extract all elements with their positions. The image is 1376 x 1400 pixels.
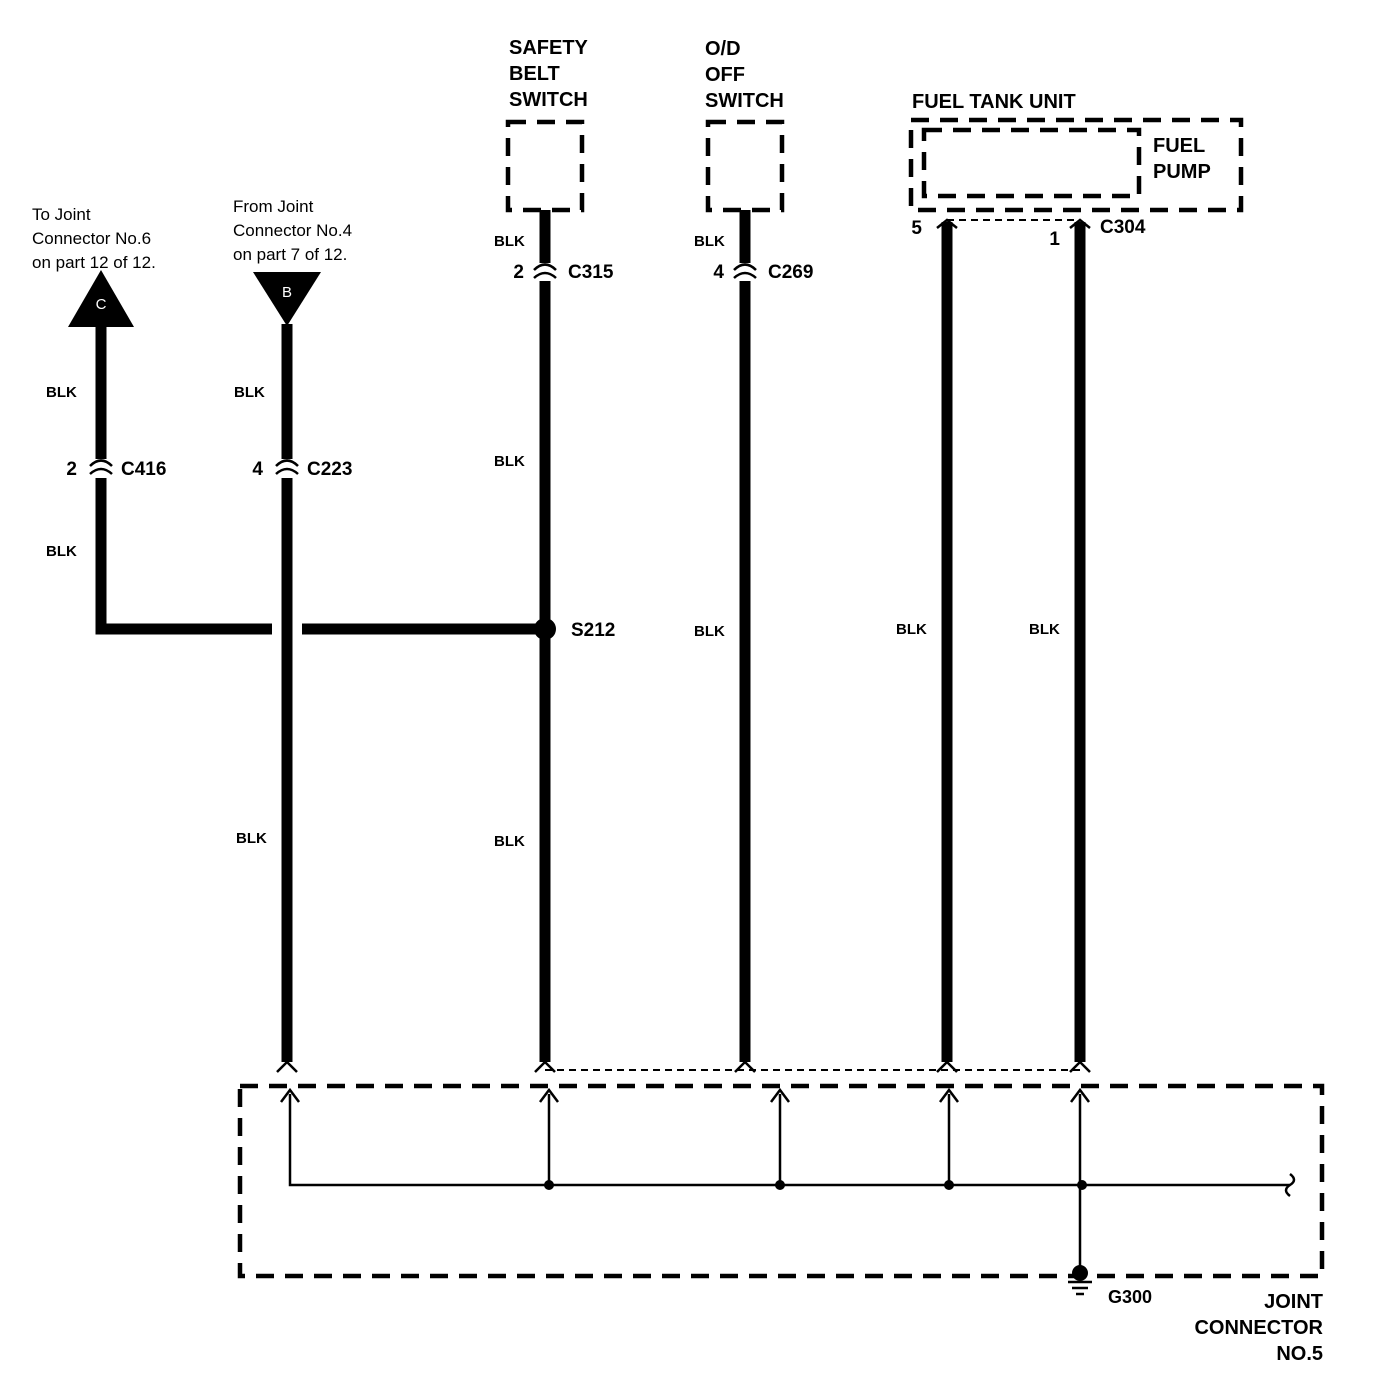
connector-c315-symbol (533, 263, 557, 279)
c416-pin: 2 (66, 459, 77, 480)
c304-name: C304 (1100, 217, 1146, 238)
ref-c-note-3: on part 12 of 12. (32, 253, 156, 272)
wire-color-label: BLK (1029, 621, 1060, 638)
wire-color-label: BLK (234, 384, 265, 401)
ref-b-note-1: From Joint (233, 197, 314, 216)
safety-belt-switch-label-1: SAFETY (509, 37, 589, 59)
ref-b-note-2: Connector No.4 (233, 221, 352, 240)
connector-c269-symbol (733, 263, 757, 279)
fuel-pump-label-1: FUEL (1153, 135, 1205, 157)
ref-b-note-3: on part 7 of 12. (233, 245, 347, 264)
safety-belt-switch-box (505, 119, 585, 213)
fuel-pump-box (921, 127, 1142, 199)
safety-belt-switch-label-2: BELT (509, 63, 560, 85)
joint-connector-label-1: JOINT (1264, 1291, 1323, 1313)
c304-pin5-symbol (936, 218, 958, 229)
joint-connector-label-3: NO.5 (1276, 1343, 1323, 1365)
fuel-tank-unit-label: FUEL TANK UNIT (912, 91, 1076, 113)
wire-color-label: BLK (694, 623, 725, 640)
splice-s212-label: S212 (571, 620, 615, 641)
ref-b-triangle (253, 272, 321, 326)
od-off-switch-label-2: OFF (705, 64, 745, 86)
wire-color-label: BLK (46, 384, 77, 401)
fuel-pump-label-2: PUMP (1153, 161, 1211, 183)
c304-pin-5: 5 (911, 218, 922, 239)
joint-wire-end-chevrons (276, 1060, 1091, 1073)
ref-b-symbol-label: B (282, 284, 292, 301)
ground-g300-symbol (1068, 1265, 1092, 1296)
ground-g300-label: G300 (1108, 1287, 1152, 1307)
wire-color-label: BLK (494, 233, 525, 250)
fuel-tank-unit-box (908, 117, 1244, 213)
c269-name: C269 (768, 262, 813, 283)
c315-pin: 2 (513, 262, 524, 283)
ref-c-triangle (68, 270, 134, 327)
splice-s212-dot (534, 618, 556, 640)
c315-name: C315 (568, 262, 614, 283)
joint-internal-wiring (280, 1087, 1296, 1270)
od-off-switch-label-1: O/D (705, 38, 741, 60)
c416-name: C416 (121, 459, 166, 480)
joint-connector-box (237, 1083, 1325, 1279)
c304-pin1-symbol (1069, 218, 1091, 229)
connector-c223-symbol (275, 459, 299, 475)
c269-pin: 4 (713, 262, 724, 283)
c223-name: C223 (307, 459, 352, 480)
wire-color-label: BLK (494, 833, 525, 850)
ref-c-note-2: Connector No.6 (32, 229, 151, 248)
wire-color-label: BLK (494, 453, 525, 470)
wire-color-label: BLK (236, 830, 267, 847)
c223-pin: 4 (252, 459, 263, 480)
wire-c-lower (95, 478, 272, 635)
od-off-switch-label-3: SWITCH (705, 90, 784, 112)
wire-color-label: BLK (46, 543, 77, 560)
ref-c-symbol-label: C (96, 296, 107, 313)
c304-pin-1: 1 (1049, 229, 1060, 250)
od-off-switch-box (705, 119, 785, 213)
wire-color-label: BLK (896, 621, 927, 638)
connector-c416-symbol (89, 459, 113, 475)
safety-belt-switch-label-3: SWITCH (509, 89, 588, 111)
wire-color-label: BLK (694, 233, 725, 250)
ref-c-note-1: To Joint (32, 205, 91, 224)
joint-connector-label-2: CONNECTOR (1194, 1317, 1323, 1339)
